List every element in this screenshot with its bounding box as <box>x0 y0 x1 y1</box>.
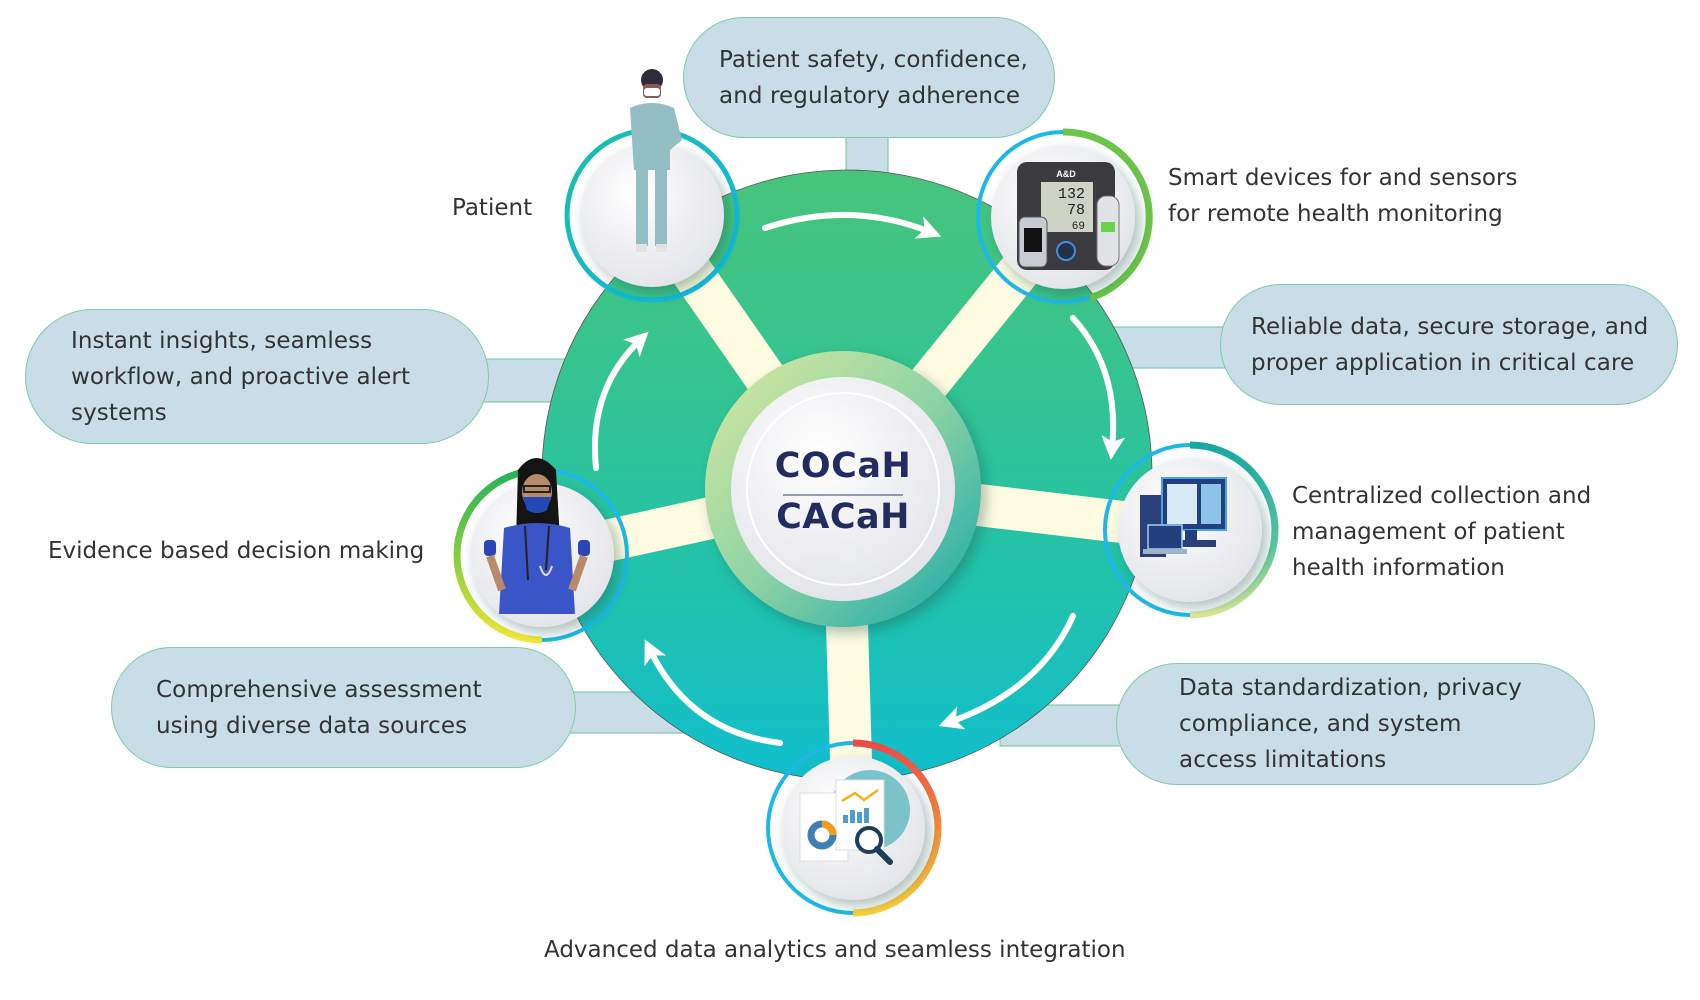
node-label-analytics: Advanced data analytics and seamless int… <box>544 937 1126 963</box>
blood-pressure-monitor-icon: A&D 132 78 69 <box>1017 162 1120 270</box>
callout-comprehensive-text: Comprehensive assessment using diverse d… <box>156 676 482 739</box>
callout-insights-text: Instant insights, seamless workflow, and… <box>71 327 411 426</box>
callout-insights: Instant insights, seamless workflow, and… <box>25 309 489 444</box>
patient-figure-icon <box>630 69 682 252</box>
svg-text:78: 78 <box>1067 202 1085 219</box>
callout-safety: Patient safety, confidence, and regulato… <box>683 17 1055 138</box>
callout-comprehensive: Comprehensive assessment using diverse d… <box>111 647 576 768</box>
hub-title-bottom: CACaH <box>776 497 910 537</box>
svg-text:132: 132 <box>1058 186 1085 203</box>
hub-title-top: COCaH <box>774 446 912 486</box>
callout-reliable: Reliable data, secure storage, and prope… <box>1220 284 1678 405</box>
node-label-records: Centralized collection and management of… <box>1292 483 1592 581</box>
cycle-arrows <box>591 212 1126 746</box>
analytics-report-icon <box>799 770 910 865</box>
computer-workstation-icon <box>1140 477 1227 557</box>
svg-text:69: 69 <box>1072 221 1085 233</box>
callout-standardization: Data standardization, privacy compliance… <box>1116 663 1595 785</box>
callout-reliable-text: Reliable data, secure storage, and prope… <box>1251 313 1649 376</box>
node-label-devices: Smart devices for and sensors for remote… <box>1168 165 1518 227</box>
node-label-patient: Patient <box>452 195 533 221</box>
center-hub <box>705 351 981 627</box>
callout-standardization-text: Data standardization, privacy compliance… <box>1179 675 1522 773</box>
doctor-figure-icon <box>484 458 590 614</box>
node-label-clinician: Evidence based decision making <box>48 538 425 564</box>
callout-safety-text: Patient safety, confidence, and regulato… <box>719 46 1028 109</box>
svg-text:A&D: A&D <box>1056 169 1076 179</box>
